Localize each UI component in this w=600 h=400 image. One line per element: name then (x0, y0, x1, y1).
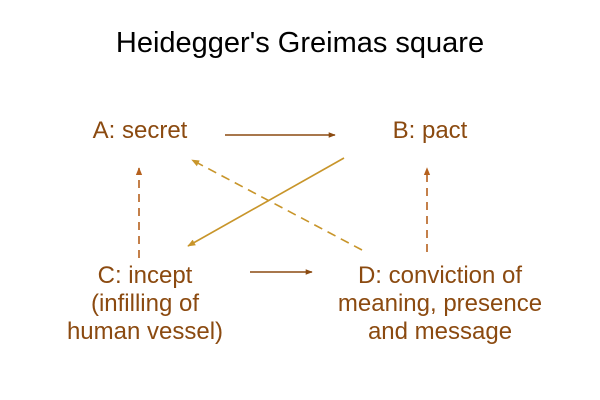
node-d-line-1: D: conviction of (357, 262, 523, 289)
diagram-title: Heidegger's Greimas square (115, 27, 485, 59)
arrow-d-to-a (191, 159, 363, 251)
node-a-line-1: A: secret (92, 117, 188, 144)
arrow-b-to-c (187, 157, 345, 247)
node-c-line-3: human vessel) (66, 318, 224, 345)
node-b-line-1: B: pact (392, 117, 468, 144)
node-c-incept: C: incept (infilling of human vessel) (30, 262, 260, 346)
node-b-pact: B: pact (360, 117, 500, 145)
node-c-line-2: (infilling of (90, 290, 200, 317)
node-a-secret: A: secret (60, 117, 220, 145)
node-d-line-2: meaning, presence (337, 290, 543, 317)
node-d-line-3: and message (367, 318, 513, 345)
node-c-line-1: C: incept (97, 262, 193, 289)
node-d-conviction: D: conviction of meaning, presence and m… (305, 262, 575, 346)
